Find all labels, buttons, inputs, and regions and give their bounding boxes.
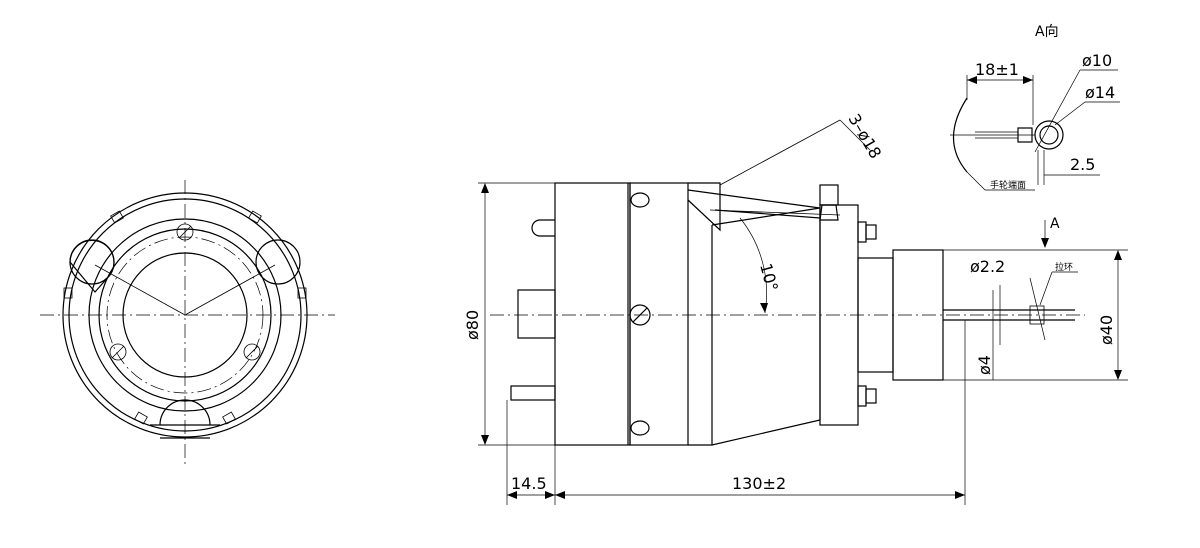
pin-dia-label: ø2.2	[970, 257, 1005, 276]
pocket-right	[255, 239, 301, 285]
a-arrow-label: A	[1050, 216, 1060, 232]
body-dia-label: ø80	[463, 310, 482, 340]
end-view	[40, 180, 335, 465]
holes-label: 3–ø18	[845, 111, 886, 162]
view-a-title: A向	[1035, 24, 1059, 40]
dim-body-dia: ø80	[463, 182, 555, 446]
pull-ring-label: 拉环	[1055, 261, 1073, 273]
flange-offset-label: 18±1	[975, 60, 1019, 79]
pocket-left	[69, 239, 115, 293]
view-a-arrow: A	[1041, 216, 1060, 248]
handwheel-face-label: 手轮端面	[990, 179, 1026, 191]
end-dia-label: ø40	[1097, 315, 1116, 345]
stub-length-label: 14.5	[511, 474, 547, 493]
dim-stub-length: 14.5 130±2	[506, 320, 966, 505]
screw-heads	[63, 210, 307, 425]
pocket-bottom	[150, 399, 220, 439]
view-a-detail: A向 18±1 ø10 ø14 2.5 手轮端面	[950, 24, 1120, 191]
overall-length-label: 130±2	[732, 474, 786, 493]
angle-label: 10°	[756, 261, 782, 293]
shaft-dia-label: ø4	[975, 355, 994, 375]
dia-14-label: ø14	[1085, 83, 1115, 102]
dim-holes: 3–ø18	[839, 111, 886, 162]
dim-angle: 10°	[739, 217, 782, 314]
thickness-label: 2.5	[1070, 155, 1095, 174]
dim-shaft: ø2.2 ø4 拉环	[970, 257, 1078, 380]
dim-end-dia: ø40	[943, 249, 1128, 381]
side-view	[490, 119, 1085, 446]
dia-10-label: ø10	[1082, 51, 1112, 70]
